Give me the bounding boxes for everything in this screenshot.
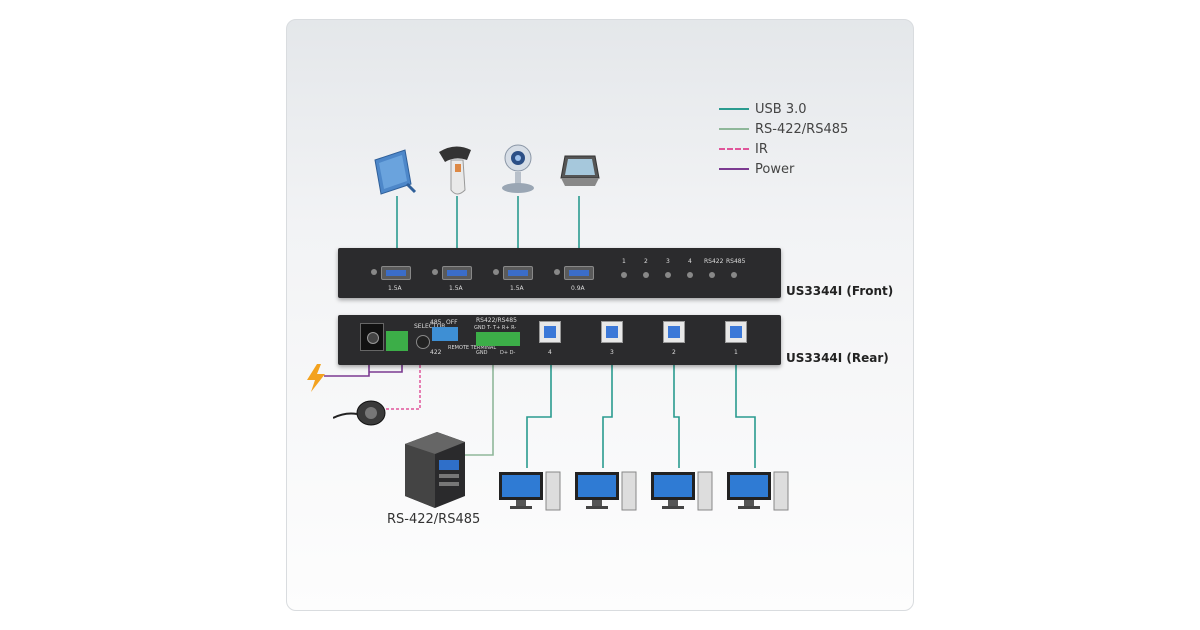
legend-power: Power	[719, 160, 794, 178]
rear-port-number-1: 1	[734, 349, 738, 356]
led-label-rs485: RS485	[726, 258, 746, 265]
usb-port-3[interactable]	[503, 266, 533, 280]
legend-power-label: Power	[755, 161, 795, 177]
rs422-line	[463, 365, 494, 456]
usb-pc-line-2	[673, 365, 680, 468]
server-icon	[405, 432, 465, 508]
barcode-scanner-icon	[439, 146, 471, 195]
dc-power-jack[interactable]	[360, 323, 384, 351]
usb-port-4[interactable]	[564, 266, 594, 280]
legend-power-swatch	[719, 168, 749, 170]
led-3	[665, 272, 671, 278]
front-led-left-1	[371, 269, 377, 275]
legend-ir-swatch	[719, 148, 749, 150]
legend-ir: IR	[719, 140, 768, 158]
computer-icon-1	[727, 471, 789, 511]
legend-rs422-label: RS-422/RS485	[755, 121, 849, 137]
dip-switch[interactable]	[432, 327, 458, 341]
usb-port-1[interactable]	[381, 266, 411, 280]
led-2	[643, 272, 649, 278]
remote-terminal-label: REMOTE TERMINAL	[448, 345, 497, 351]
rear-panel-label: US3344I (Rear)	[786, 351, 889, 365]
power-terminal-block[interactable]	[386, 331, 408, 351]
touchscreen-icon	[560, 155, 600, 186]
led-label-1: 1	[622, 258, 626, 265]
computer-icon-3	[575, 471, 637, 511]
usb-pc-line-1	[735, 365, 756, 468]
server-label: RS-422/RS485	[387, 512, 481, 527]
usb-b-port-2[interactable]	[663, 321, 685, 343]
rear-panel: SELECTOR 485 OFF 422 REMOTE TERMINAL RS4…	[338, 315, 781, 365]
led-label-4: 4	[688, 258, 692, 265]
port-current-2: 1.5A	[449, 285, 463, 292]
usb-b-port-1[interactable]	[725, 321, 747, 343]
off-label: OFF	[446, 319, 458, 326]
front-led-left-2	[432, 269, 438, 275]
rear-port-number-3: 3	[610, 349, 614, 356]
tablet-icon	[374, 149, 417, 195]
led-rs485	[731, 272, 737, 278]
led-label-3: 3	[666, 258, 670, 265]
pin-422-label: 422	[430, 349, 442, 356]
led-4	[687, 272, 693, 278]
legend-usb-swatch	[719, 108, 749, 110]
diagram-card: USB 3.0 RS-422/RS485 IR Power 1.5	[286, 19, 914, 611]
legend-usb-label: USB 3.0	[755, 101, 807, 117]
led-1	[621, 272, 627, 278]
front-led-left-3	[493, 269, 499, 275]
selector-label: SELECTOR	[414, 323, 446, 330]
rear-port-number-2: 2	[672, 349, 676, 356]
led-rs422	[709, 272, 715, 278]
rs422-rs485-label: RS422/RS485	[476, 317, 517, 324]
usb-b-port-3[interactable]	[601, 321, 623, 343]
selector-ir-port[interactable]	[416, 335, 430, 349]
rear-port-number-4: 4	[548, 349, 552, 356]
front-panel: 1.5A 1.5A 1.5A 0.9A 1 2 3 4 RS422 RS485	[338, 248, 781, 298]
led-label-2: 2	[644, 258, 648, 265]
computer-icon-2	[651, 471, 713, 511]
lightning-bolt-icon	[307, 364, 325, 392]
d-pins-label: D+ D-	[500, 350, 516, 356]
legend-usb: USB 3.0	[719, 100, 807, 118]
usb-pc-line-3	[602, 365, 613, 468]
usb-b-port-4[interactable]	[539, 321, 561, 343]
gnd2-label: GND	[476, 350, 488, 356]
usb-pc-line-4	[526, 365, 552, 468]
webcam-icon	[502, 144, 534, 193]
port-current-4: 0.9A	[571, 285, 585, 292]
led-label-rs422: RS422	[704, 258, 724, 265]
legend-rs422-swatch	[719, 128, 749, 130]
port-current-1: 1.5A	[388, 285, 402, 292]
usb-port-2[interactable]	[442, 266, 472, 280]
front-panel-label: US3344I (Front)	[786, 284, 894, 298]
legend-rs422: RS-422/RS485	[719, 120, 848, 138]
port-current-3: 1.5A	[510, 285, 524, 292]
legend-ir-label: IR	[755, 141, 768, 157]
power-line-a	[324, 360, 370, 377]
ir-line	[386, 360, 421, 410]
pin-485-label: 485	[430, 319, 442, 326]
computer-icon-4	[499, 471, 561, 511]
front-led-left-4	[554, 269, 560, 275]
gnd-pins-label: GND T- T+ R+ R-	[474, 325, 517, 331]
ir-receiver-icon	[333, 400, 386, 426]
rs422-terminal-block[interactable]	[476, 332, 520, 346]
